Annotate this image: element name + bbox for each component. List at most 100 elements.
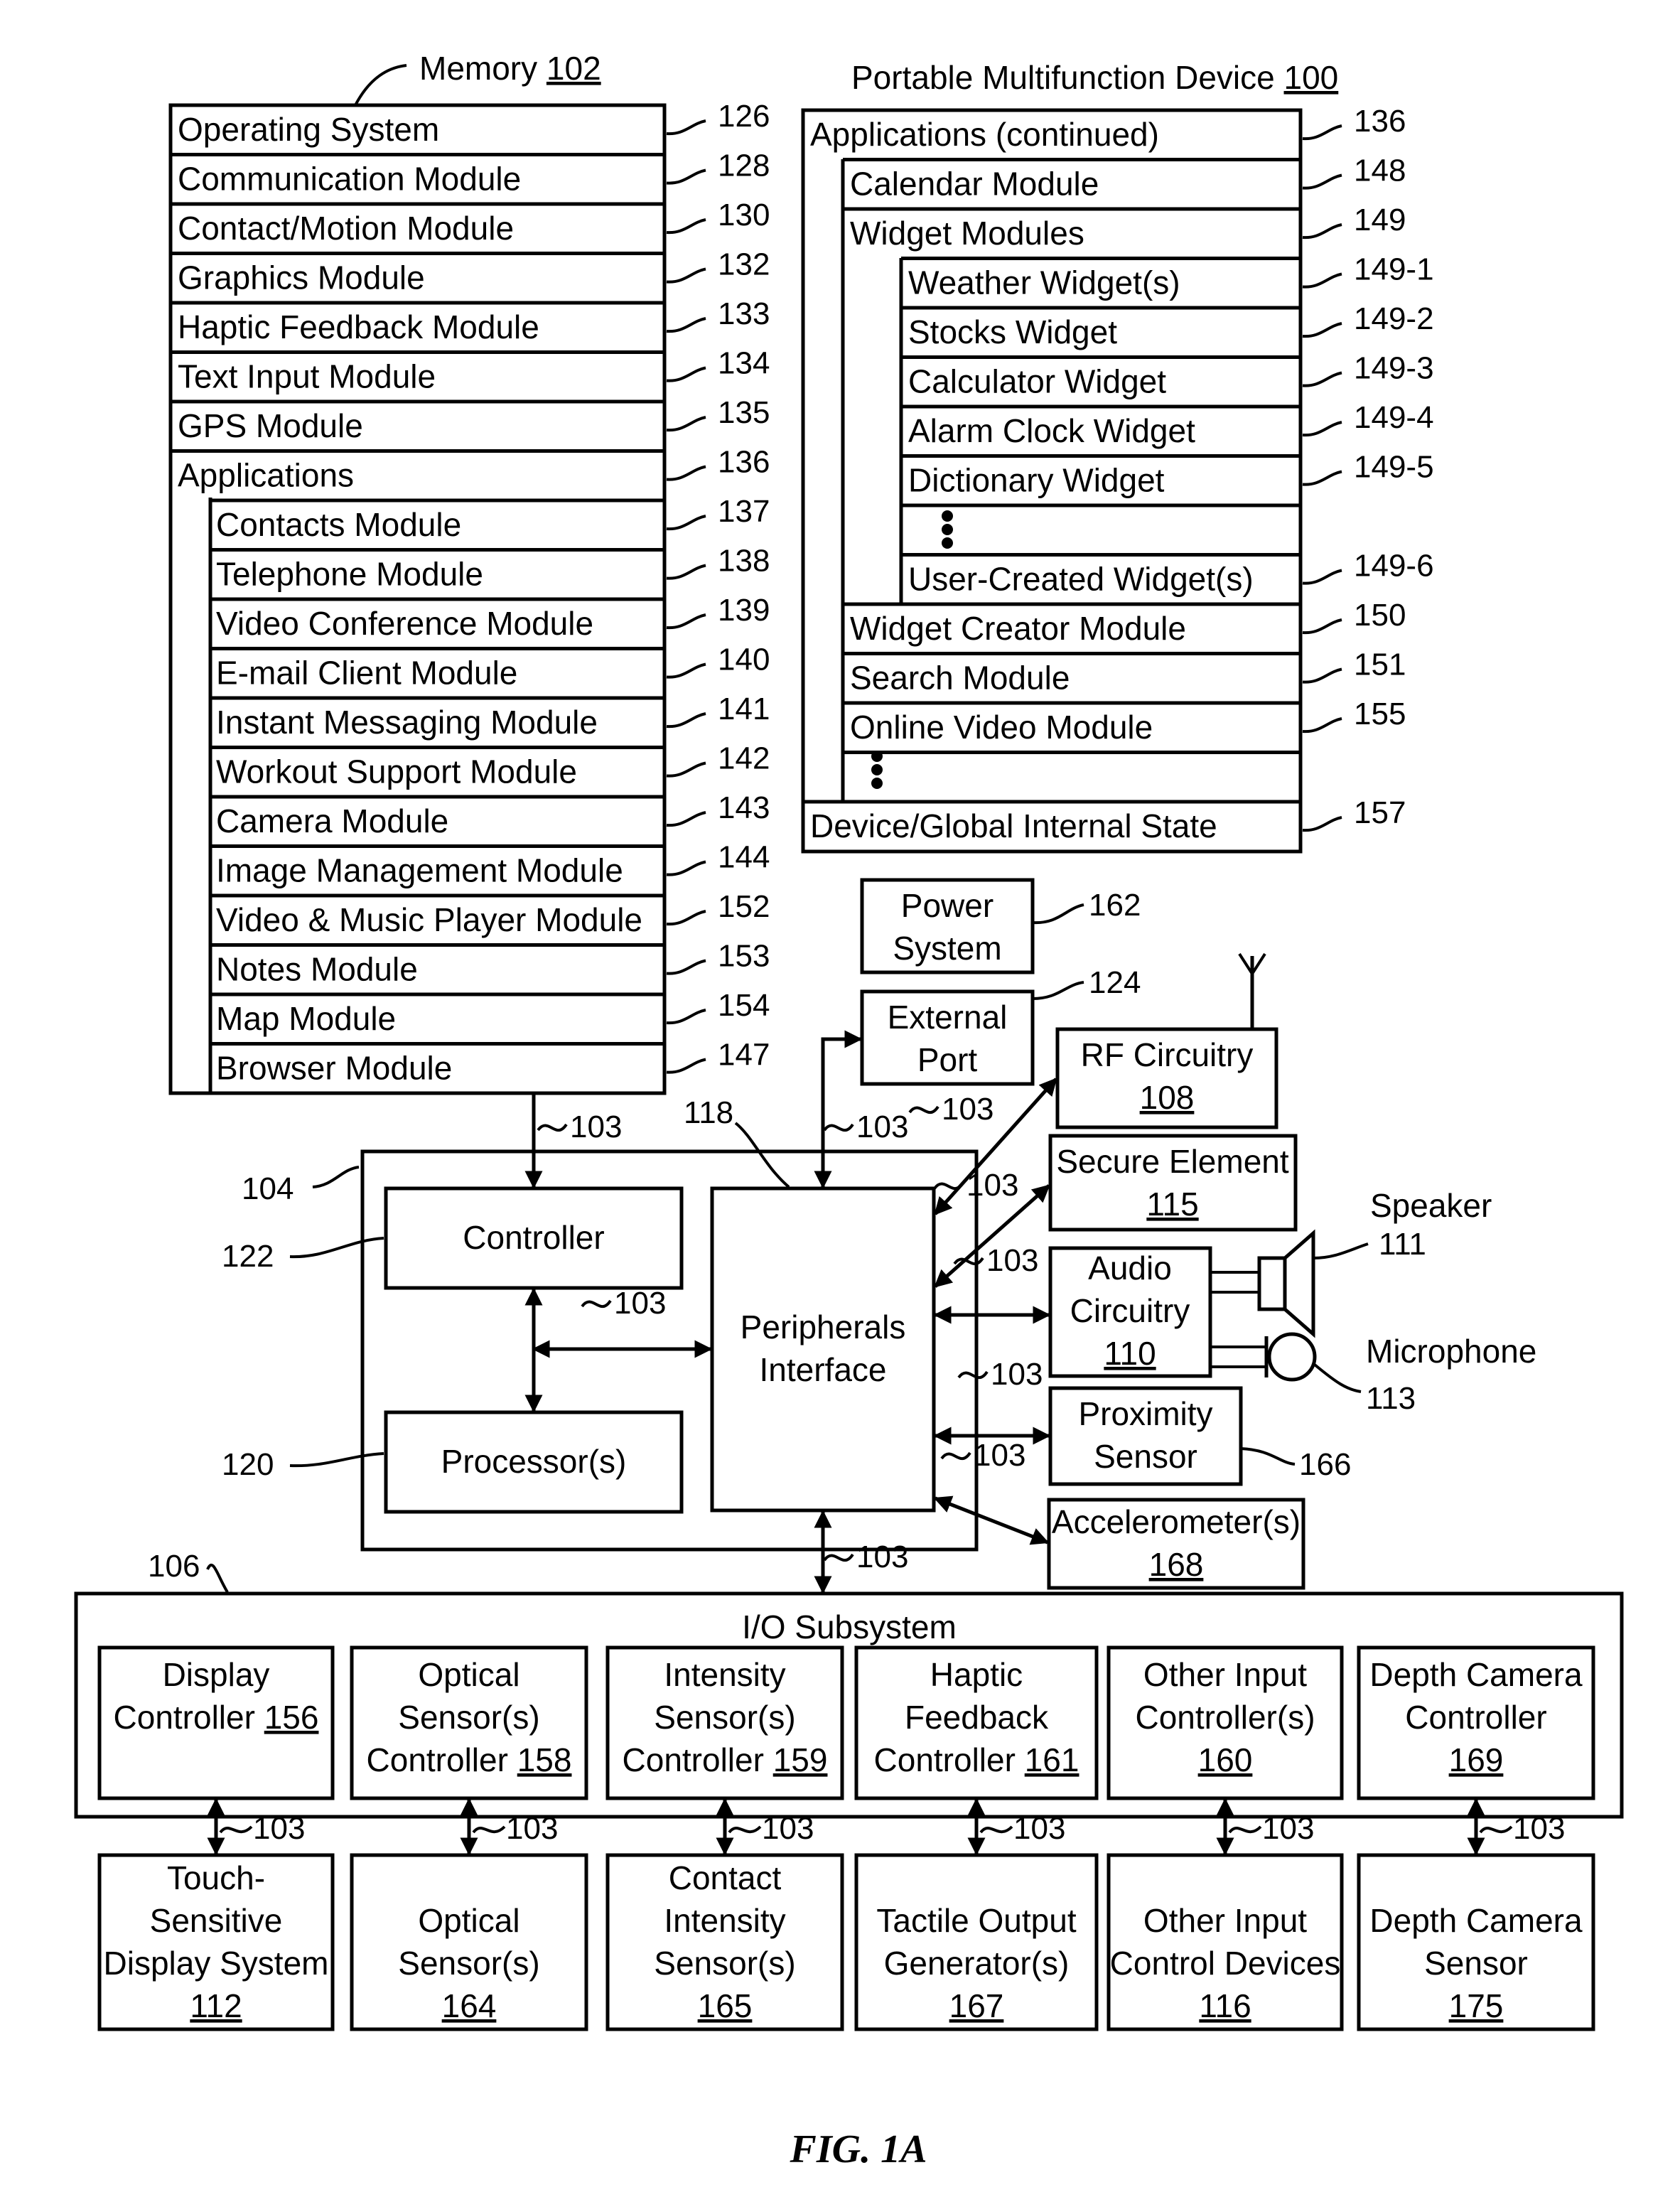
memory-row-label: Graphics Module (178, 259, 425, 296)
ref-number: 147 (718, 1038, 770, 1073)
ref-number: 137 (718, 494, 770, 529)
ref-leader (667, 516, 706, 529)
ref-leader (667, 171, 706, 183)
io-controller-label: Controller (874, 1741, 1016, 1778)
ref-leader (959, 1372, 987, 1377)
ref-leader (290, 1454, 384, 1466)
bus-number: 103 (570, 1110, 622, 1144)
memory-app-label: Telephone Module (216, 556, 483, 593)
ref-leader (1303, 373, 1342, 386)
ref-leader (1303, 817, 1342, 830)
ref-leader (1313, 1244, 1368, 1258)
memory-row-label: Text Input Module (178, 358, 436, 395)
peripherals-interface-box (712, 1188, 934, 1510)
ref-number: 142 (718, 741, 770, 776)
ref-number: 148 (1354, 154, 1406, 188)
bus-arrow (823, 1039, 861, 1187)
io-controller-label: Other Input (1143, 1656, 1307, 1693)
microphone-icon (1269, 1334, 1315, 1380)
ref-number: 136 (1354, 104, 1406, 139)
ref-leader (667, 615, 706, 628)
widgets-ellipsis-dot (942, 524, 953, 535)
ref-leader (1033, 905, 1084, 923)
microphone: Microphone 113 (1266, 1333, 1536, 1416)
ref-number: 153 (718, 939, 770, 974)
device-title: Portable Multifunction Device 100 (851, 59, 1338, 96)
ref-leader (667, 220, 706, 232)
secure-element-label: Secure Element (1056, 1143, 1288, 1180)
io-device-label: Display System (104, 1945, 329, 1982)
ref-number: 154 (718, 988, 770, 1023)
ref-number: 143 (718, 790, 770, 825)
io-device-label: Sensor(s) (654, 1945, 795, 1982)
memory-app-label: Camera Module (216, 802, 448, 839)
ref-leader (667, 368, 706, 381)
memory-app-label: Video & Music Player Module (216, 901, 642, 938)
device-row-label: Online Video Module (850, 709, 1153, 746)
bus-number: 103 (856, 1110, 908, 1144)
widgets-ellipsis-dot (942, 510, 953, 522)
ref-leader (667, 812, 706, 825)
io-controller-label: Controller(s) (1135, 1699, 1315, 1736)
ref-leader (1229, 1827, 1261, 1832)
ref-number: 118 (684, 1095, 733, 1130)
io-device-label: Sensitive (150, 1902, 283, 1939)
io-controller-label: Sensor(s) (654, 1699, 795, 1736)
memory-row-label: Applications (178, 457, 354, 494)
device-row-label: Widget Modules (850, 215, 1084, 252)
io-controller-label: Controller (1405, 1699, 1546, 1736)
io-controller-label: Controller 161 (874, 1741, 1079, 1778)
speaker-icon (1259, 1258, 1285, 1309)
io-device-number: 165 (698, 1987, 753, 2024)
ref-leader (1241, 1449, 1295, 1464)
accelerometer-label: Accelerometer(s) (1052, 1503, 1301, 1540)
bus-number: 103 (762, 1811, 814, 1846)
power-system: Power System 162 (862, 880, 1141, 972)
memory-app-label: E-mail Client Module (216, 655, 517, 692)
io-controller-number: 160 (1198, 1741, 1253, 1778)
microphone-label: Microphone (1366, 1333, 1536, 1370)
bus-number: 103 (974, 1438, 1025, 1473)
memory-row-label: Operating System (178, 111, 439, 148)
io-controller-label: Intensity (664, 1656, 785, 1693)
ref-leader (1033, 982, 1084, 999)
io-device-label: Depth Camera (1369, 1902, 1583, 1939)
ref-leader (667, 269, 706, 282)
memory-row-label: Haptic Feedback Module (178, 308, 539, 345)
widget-label: Dictionary Widget (908, 462, 1165, 499)
widget-label: User-Created Widget(s) (908, 561, 1254, 598)
ref-leader (667, 862, 706, 875)
memory-row-label: Contact/Motion Module (178, 210, 514, 247)
io-device-label: Sensor (1424, 1945, 1528, 1982)
io-device-number: 112 (190, 1987, 242, 2024)
widget-label: Weather Widget(s) (908, 264, 1180, 301)
io-controller-label: Controller 159 (623, 1741, 828, 1778)
audio-circuitry-label: Audio (1088, 1250, 1172, 1286)
ref-leader (824, 1124, 853, 1130)
memory-app-label: Instant Messaging Module (216, 704, 598, 741)
ref-number: 120 (222, 1447, 274, 1482)
bus-number: 103 (1013, 1811, 1065, 1846)
ref-leader (824, 1554, 853, 1560)
bus-number: 103 (991, 1357, 1043, 1392)
ref-leader (1303, 323, 1342, 336)
ref-leader (208, 1565, 227, 1592)
ref-number: 139 (718, 593, 770, 628)
ref-leader (736, 1123, 789, 1187)
antenna-icon (1239, 954, 1252, 974)
ref-number: 104 (242, 1171, 294, 1206)
memory-row-label: GPS Module (178, 407, 363, 444)
proximity-sensor: Proximity Sensor 166 (1050, 1388, 1351, 1484)
ref-leader (220, 1827, 252, 1832)
io-controller-label: Sensor(s) (398, 1699, 539, 1736)
ref-leader (313, 1167, 359, 1187)
device-number: 100 (1284, 59, 1339, 96)
ref-leader (1303, 571, 1342, 584)
io-controller-label: Controller (114, 1699, 255, 1736)
io-device-label: Tactile Output (876, 1902, 1076, 1939)
ref-number: 132 (718, 247, 770, 282)
bus-number: 103 (614, 1286, 666, 1321)
memory-block: Memory 102 Operating System126Communicat… (171, 50, 770, 1093)
device-row-label: Device/Global Internal State (810, 807, 1217, 844)
ref-leader (667, 665, 706, 677)
